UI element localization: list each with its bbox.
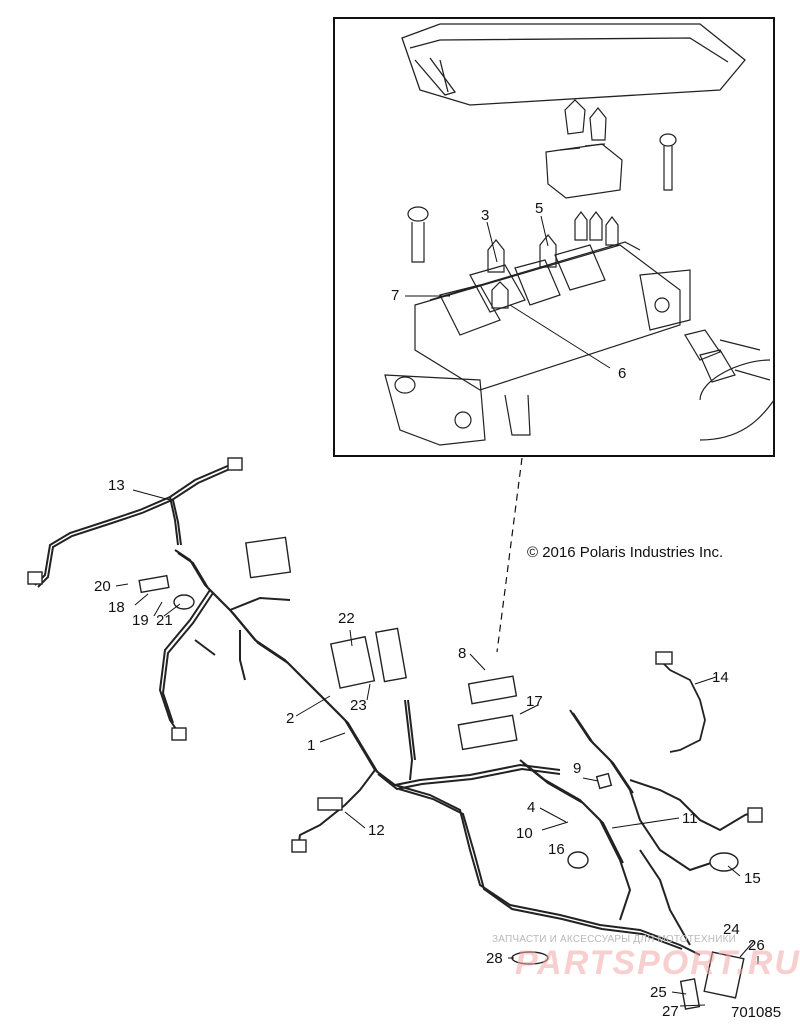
- plug-top: [227, 457, 243, 471]
- callout-17: 17: [526, 693, 543, 710]
- callout-19: 19: [132, 612, 149, 629]
- callout-24: 24: [723, 921, 740, 938]
- copyright-notice: © 2016 Polaris Industries Inc.: [527, 544, 724, 561]
- plug-14-end: [655, 651, 673, 665]
- callout-14: 14: [712, 669, 729, 686]
- detail-inset-frame: [333, 17, 775, 457]
- relay-bracket: [245, 536, 292, 579]
- voltage-regulator-24: [703, 951, 745, 999]
- fuse-block-base: [457, 714, 518, 751]
- ecu-module: [329, 635, 376, 689]
- fuse-block-assembly: [384, 99, 775, 446]
- callout-21: 21: [156, 612, 173, 629]
- connector-12: [317, 797, 343, 811]
- callout-23: 23: [350, 697, 367, 714]
- plug-12-end: [291, 839, 307, 853]
- callout-8: 8: [458, 645, 467, 662]
- callout-12: 12: [368, 822, 385, 839]
- inset-leader-lines: [405, 215, 611, 369]
- diagram-part-number: 701085: [731, 1004, 782, 1021]
- plug-upper-left: [27, 571, 43, 585]
- connector-9: [595, 772, 613, 790]
- callout-11: 11: [682, 810, 698, 827]
- callout-18: 18: [108, 599, 125, 616]
- plug-right: [747, 807, 763, 823]
- callout-28: 28: [486, 950, 503, 967]
- gasket-21: [173, 594, 195, 610]
- callout-15: 15: [744, 870, 761, 887]
- plug-left-lower: [171, 727, 187, 741]
- callout-16: 16: [548, 841, 565, 858]
- bracket-25: [679, 978, 701, 1010]
- rollover-sensor-15: [709, 852, 739, 872]
- fuse-box-part-8: [467, 675, 518, 705]
- callout-3: 3: [481, 207, 490, 224]
- inset-connection-dashed-line: [496, 457, 523, 653]
- main-leader-lines: [115, 489, 759, 1007]
- fuse-box-lid: [401, 23, 746, 106]
- sensor-lead-14: [659, 659, 706, 753]
- callout-26: 26: [748, 937, 765, 954]
- callout-13: 13: [108, 477, 125, 494]
- callout-6: 6: [618, 365, 627, 382]
- callout-7: 7: [391, 287, 400, 304]
- callout-22: 22: [338, 610, 355, 627]
- grommet-16: [567, 851, 589, 869]
- callout-20: 20: [94, 578, 111, 595]
- watermark-caption: ЗАПЧАСТИ И АКСЕССУАРЫ ДЛЯ МОТОТЕХНИКИ: [492, 934, 737, 945]
- callout-9: 9: [573, 760, 582, 777]
- callout-25: 25: [650, 984, 667, 1001]
- main-harness: [34, 463, 761, 956]
- callout-10: 10: [516, 825, 533, 842]
- watermark-logo: PARTSPORT.RU: [515, 944, 800, 982]
- ecu-connector: [375, 627, 407, 683]
- callout-4: 4: [527, 799, 536, 816]
- callout-1: 1: [307, 737, 316, 754]
- callout-5: 5: [535, 200, 544, 217]
- callout-27: 27: [662, 1003, 679, 1020]
- components: [27, 457, 763, 1010]
- callout-2: 2: [286, 710, 295, 727]
- connector-20: [138, 574, 170, 594]
